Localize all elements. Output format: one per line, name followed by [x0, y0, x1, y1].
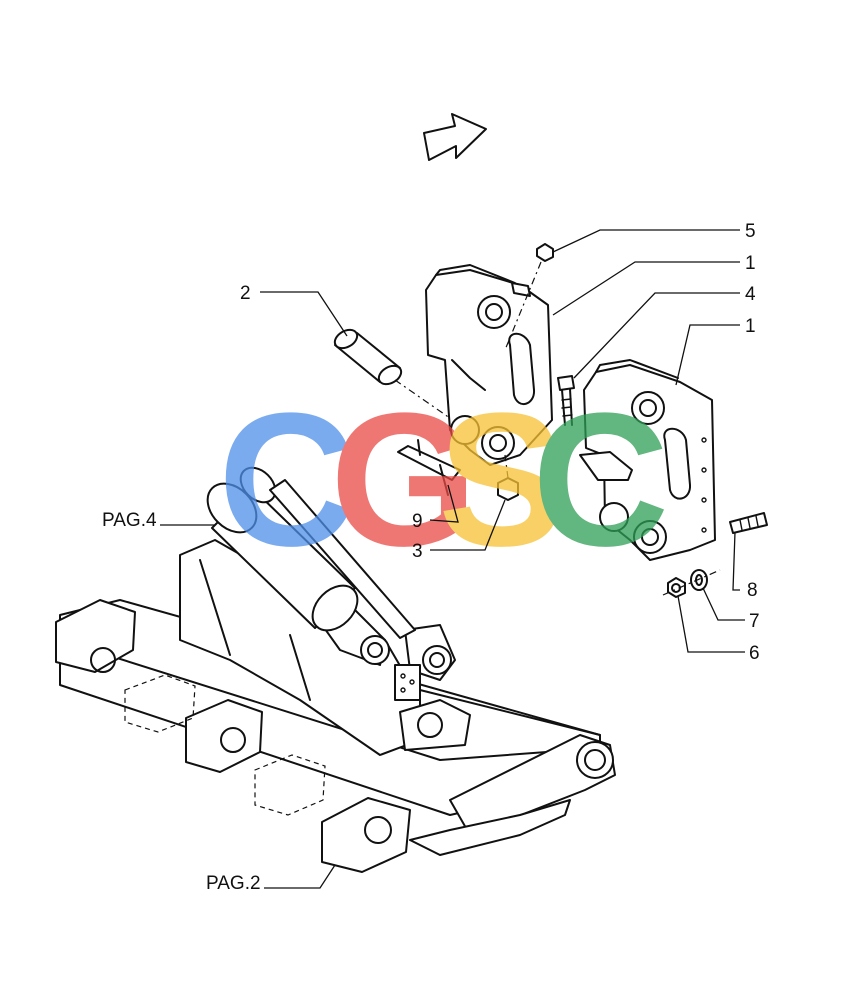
watermark-letter-s: S: [438, 374, 565, 586]
frame-assembly: [55, 539, 616, 873]
clamp-part-9: [397, 439, 461, 496]
callout-2: 2: [240, 283, 251, 304]
nut-part-3: [497, 454, 519, 501]
nut-part-5: [504, 243, 554, 351]
callout-4: 4: [745, 284, 756, 305]
callout-9: 9: [412, 511, 423, 532]
callout-1-right: 1: [745, 316, 756, 337]
bracket-part-1-right: [579, 359, 716, 561]
nut-part-6: [667, 577, 686, 598]
callout-6: 6: [749, 643, 760, 664]
pin-part-2: [333, 328, 471, 433]
watermark-letter-g: G: [330, 374, 478, 586]
callout-8: 8: [747, 580, 758, 601]
callout-leaders: [160, 229, 745, 889]
callout-pag2: PAG.2: [206, 873, 261, 894]
callout-5: 5: [745, 221, 756, 242]
callout-1-top: 1: [745, 253, 756, 274]
watermark-logo: C G S C: [218, 374, 669, 586]
bolt-part-8: [729, 512, 768, 534]
cylinder-assembly: [206, 466, 416, 639]
washer-part-7: [690, 569, 708, 591]
callout-7: 7: [749, 611, 760, 632]
outline-arrow-icon: [423, 113, 487, 161]
watermark-letter-c1: C: [218, 374, 355, 586]
bolt-part-4: [557, 375, 575, 426]
callout-3: 3: [412, 541, 423, 562]
bracket-part-1-left: [425, 264, 553, 466]
callout-pag4: PAG.4: [102, 510, 157, 531]
watermark-letter-c2: C: [532, 374, 669, 586]
